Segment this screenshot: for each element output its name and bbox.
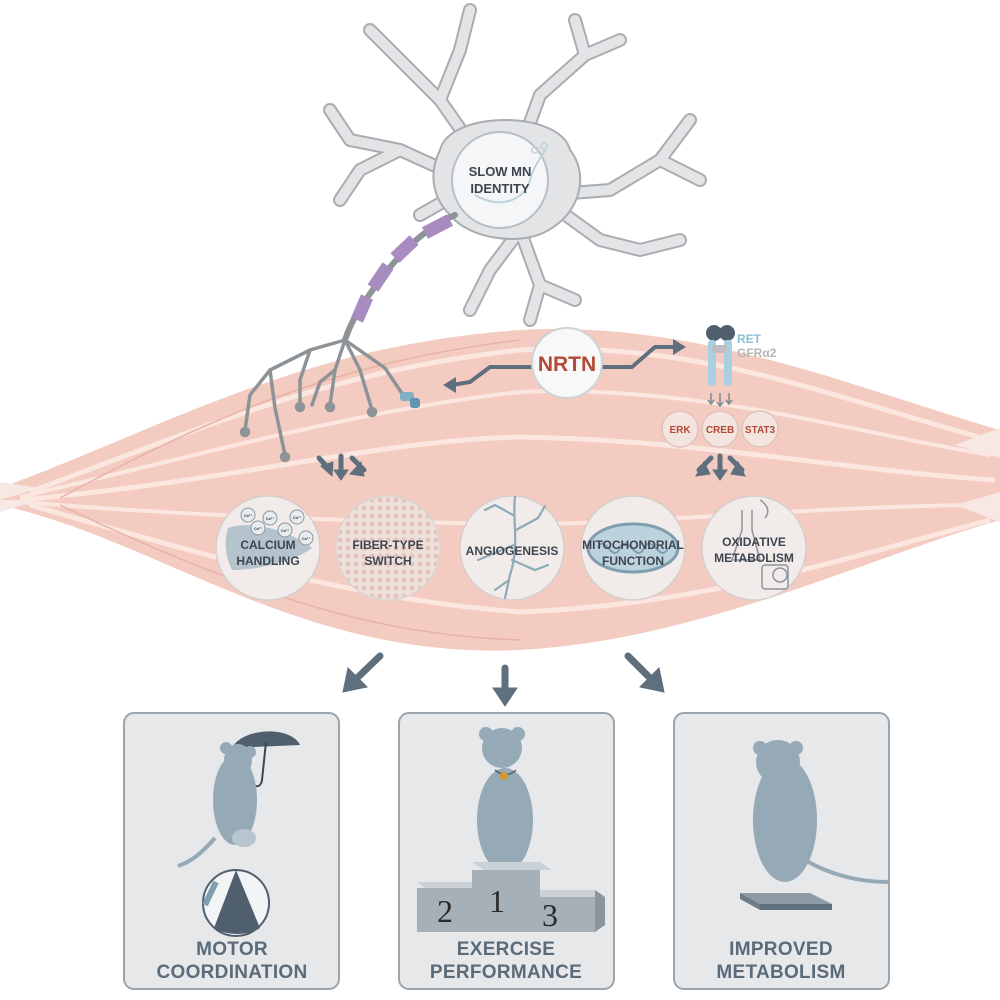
svg-text:Ca²⁺: Ca²⁺ — [281, 528, 290, 533]
podium-second-label: 2 — [437, 893, 453, 929]
podium-icon: 2 1 3 — [417, 862, 605, 933]
process-calcium-handling: Ca²⁺ Ca²⁺ Ca²⁺ Ca²⁺ Ca²⁺ Ca²⁺ CALCIUM HA… — [215, 495, 321, 601]
outcome-title-line1: EXERCISE — [457, 939, 556, 960]
ret-gfra2-receptor-icon: RET GFRα2 — [706, 325, 777, 386]
process-label-line1: OXIDATIVE — [722, 535, 786, 549]
svg-text:STAT3: STAT3 — [745, 425, 776, 436]
signaling-node-erk: ERK — [661, 410, 699, 448]
svg-text:Ca²⁺: Ca²⁺ — [244, 513, 253, 518]
ball-icon — [202, 869, 270, 937]
muscle-tissue — [0, 329, 1000, 651]
right-triple-arrows — [695, 453, 746, 481]
process-label-line1: FIBER-TYPE — [352, 538, 423, 552]
vessel-icon — [476, 495, 550, 600]
weighing-scale-icon — [740, 893, 832, 910]
process-label-line2: SWITCH — [364, 554, 411, 568]
process-label-line1: ANGIOGENESIS — [466, 544, 559, 558]
myelin-segment-3 — [367, 262, 394, 292]
svg-text:Ca²⁺: Ca²⁺ — [293, 515, 302, 520]
mouse-balancing-icon — [177, 742, 257, 868]
lab-flask-icon — [730, 499, 789, 590]
ret-label: RET — [737, 332, 762, 346]
process-angiogenesis: ANGIOGENESIS — [459, 495, 565, 601]
outcome-panel-exercise-performance: 2 1 3 EXERCISE PERFORMANCE — [398, 712, 615, 990]
outcome-title-line2: PERFORMANCE — [430, 962, 582, 983]
nrtn-label: NRTN — [538, 353, 596, 376]
nrtn-arrow-to-receptor — [602, 339, 686, 369]
svg-text:Ca²⁺: Ca²⁺ — [254, 526, 263, 531]
process-label-line2: HANDLING — [236, 554, 299, 568]
outcome-title-line2: METABOLISM — [716, 962, 845, 983]
identity-label-line2: IDENTITY — [470, 181, 530, 196]
myelin-segment-1 — [422, 214, 453, 239]
nrtn-node: NRTN — [531, 327, 603, 399]
outcome-title-line1: IMPROVED — [729, 939, 833, 960]
mouse-on-scale-icon — [753, 740, 889, 884]
svg-text:CREB: CREB — [706, 425, 734, 436]
podium-third-label: 3 — [542, 897, 558, 933]
svg-text:Ca²⁺: Ca²⁺ — [302, 536, 311, 541]
outcome-panel-motor-coordination: MOTOR COORDINATION — [123, 712, 340, 990]
identity-label-line1: SLOW MN — [469, 164, 532, 179]
process-oxidative-metabolism: OXIDATIVE METABOLISM — [701, 495, 807, 601]
nrtn-arrow-to-terminal — [443, 365, 532, 393]
receptor-down-arrows — [707, 393, 733, 408]
myelin-segment-4 — [351, 294, 373, 323]
process-label-line2: FUNCTION — [602, 554, 664, 568]
outcome-panel-improved-metabolism: IMPROVED METABOLISM — [673, 712, 890, 990]
signaling-node-stat3: STAT3 — [741, 410, 779, 448]
calcium-ion-icons — [240, 507, 314, 546]
svg-text:ERK: ERK — [669, 425, 691, 436]
outcome-arrows — [342, 652, 665, 707]
signaling-node-creb: CREB — [701, 410, 739, 448]
process-fiber-type-switch: FIBER-TYPE SWITCH — [335, 495, 441, 601]
process-label-line1: CALCIUM — [240, 538, 295, 552]
myelin-segment-2 — [390, 235, 419, 263]
svg-text:Ca²⁺: Ca²⁺ — [266, 516, 275, 521]
gfra2-label: GFRα2 — [737, 346, 777, 360]
left-triple-arrows — [316, 453, 367, 481]
outcome-title-line1: MOTOR — [196, 939, 268, 960]
process-label-line1: MITOCHONDRIAL — [582, 538, 684, 552]
axon — [342, 212, 458, 343]
outcome-title-line2: COORDINATION — [156, 962, 307, 983]
process-mitochondrial-function: MITOCHONDRIAL FUNCTION — [580, 495, 686, 601]
receptor-at-terminal-icon — [400, 392, 420, 408]
nerve-terminal-branches — [239, 338, 407, 463]
slow-mn-identity-node: SLOW MN IDENTITY — [451, 131, 549, 229]
process-label-line2: METABOLISM — [714, 551, 794, 565]
podium-first-label: 1 — [489, 883, 505, 919]
